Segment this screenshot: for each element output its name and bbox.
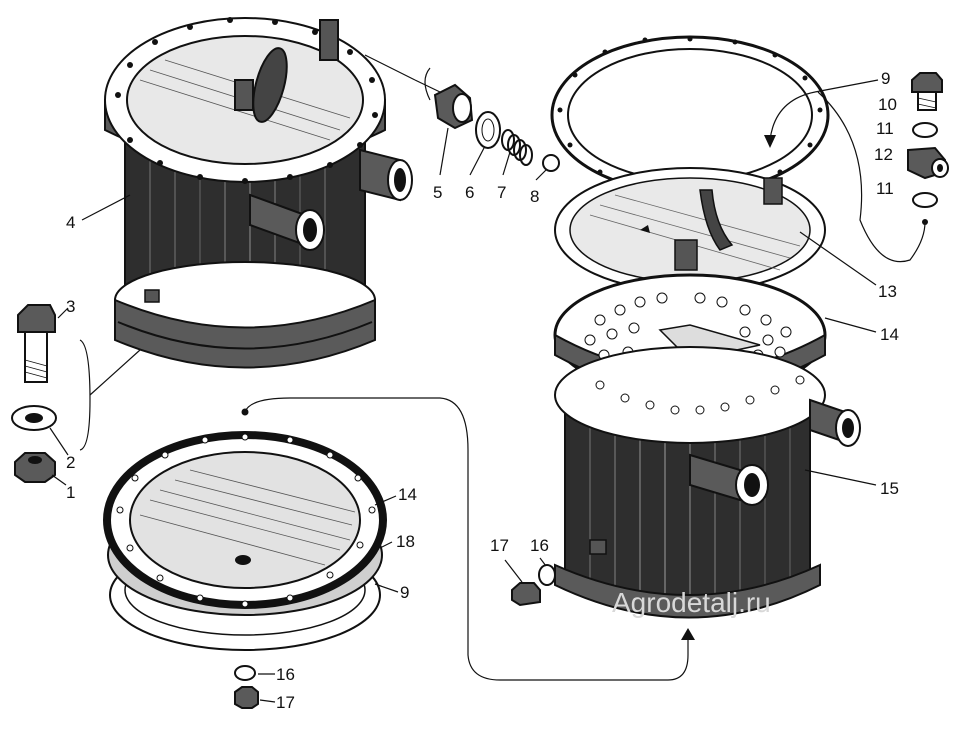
drain-fitting-parts <box>907 72 949 208</box>
leader-14a <box>824 317 877 333</box>
callout-16-right: 16 <box>530 536 549 555</box>
arrow-head-9 <box>764 135 776 148</box>
callout-1: 1 <box>66 483 75 502</box>
leader-18 <box>379 541 393 549</box>
callout-9-bottom: 9 <box>400 583 409 602</box>
heat-exchanger-core <box>553 273 861 619</box>
leader-17a <box>504 559 523 583</box>
callout-7: 7 <box>497 183 506 202</box>
leader-5 <box>439 127 449 176</box>
leader-14b <box>374 495 397 506</box>
callout-18: 18 <box>396 532 415 551</box>
route-start-dot <box>241 408 249 416</box>
callout-2: 2 <box>66 453 75 472</box>
watermark: Agrodetalj.ru <box>612 587 771 618</box>
bracket <box>79 339 91 451</box>
callout-6: 6 <box>465 183 474 202</box>
housing-assembly <box>104 17 413 369</box>
callout-16-bottom: 16 <box>276 665 295 684</box>
leader-8 <box>535 169 547 181</box>
bottom-fasteners <box>234 665 259 709</box>
callout-5: 5 <box>433 183 442 202</box>
leader-cover <box>364 54 416 81</box>
leader-bracket <box>89 349 141 396</box>
drain-line-end <box>922 219 928 225</box>
route-arrow-head <box>681 628 695 640</box>
leader-16a <box>539 557 547 567</box>
arrow-route-9 <box>769 91 816 141</box>
leader-2 <box>49 427 69 456</box>
callout-9-top: 9 <box>881 69 890 88</box>
callout-4: 4 <box>66 213 75 232</box>
leader-15 <box>804 469 877 486</box>
bottom-cover-assembly <box>103 431 387 651</box>
leader-7 <box>502 151 511 176</box>
leader-1 <box>51 474 67 486</box>
callout-14-right: 14 <box>880 325 899 344</box>
cover-plate <box>554 167 826 293</box>
callout-8: 8 <box>530 187 539 206</box>
leader-3 <box>57 307 69 319</box>
break-mark <box>414 67 441 101</box>
assembly-route-line <box>244 397 689 681</box>
callout-12: 12 <box>874 145 893 164</box>
valve-parts <box>433 83 560 172</box>
drain-line <box>817 91 926 263</box>
callout-17-right: 17 <box>490 536 509 555</box>
bolt-washer-nut-set <box>11 304 57 483</box>
leader-4 <box>81 194 131 221</box>
leader-9a <box>814 79 879 93</box>
callout-15: 15 <box>880 479 899 498</box>
callout-11-bottom: 11 <box>876 179 894 198</box>
callout-17-bottom: 17 <box>276 693 295 712</box>
drain-plug-parts <box>511 564 556 607</box>
callout-10: 10 <box>878 95 897 114</box>
callout-14-left: 14 <box>398 485 417 504</box>
leader-13 <box>799 231 877 286</box>
leader-9b <box>374 583 399 593</box>
leader-6 <box>469 147 485 176</box>
leader-17b <box>259 699 276 703</box>
callout-13: 13 <box>878 282 897 301</box>
callout-11-top: 11 <box>876 119 894 138</box>
callout-3: 3 <box>66 297 75 316</box>
